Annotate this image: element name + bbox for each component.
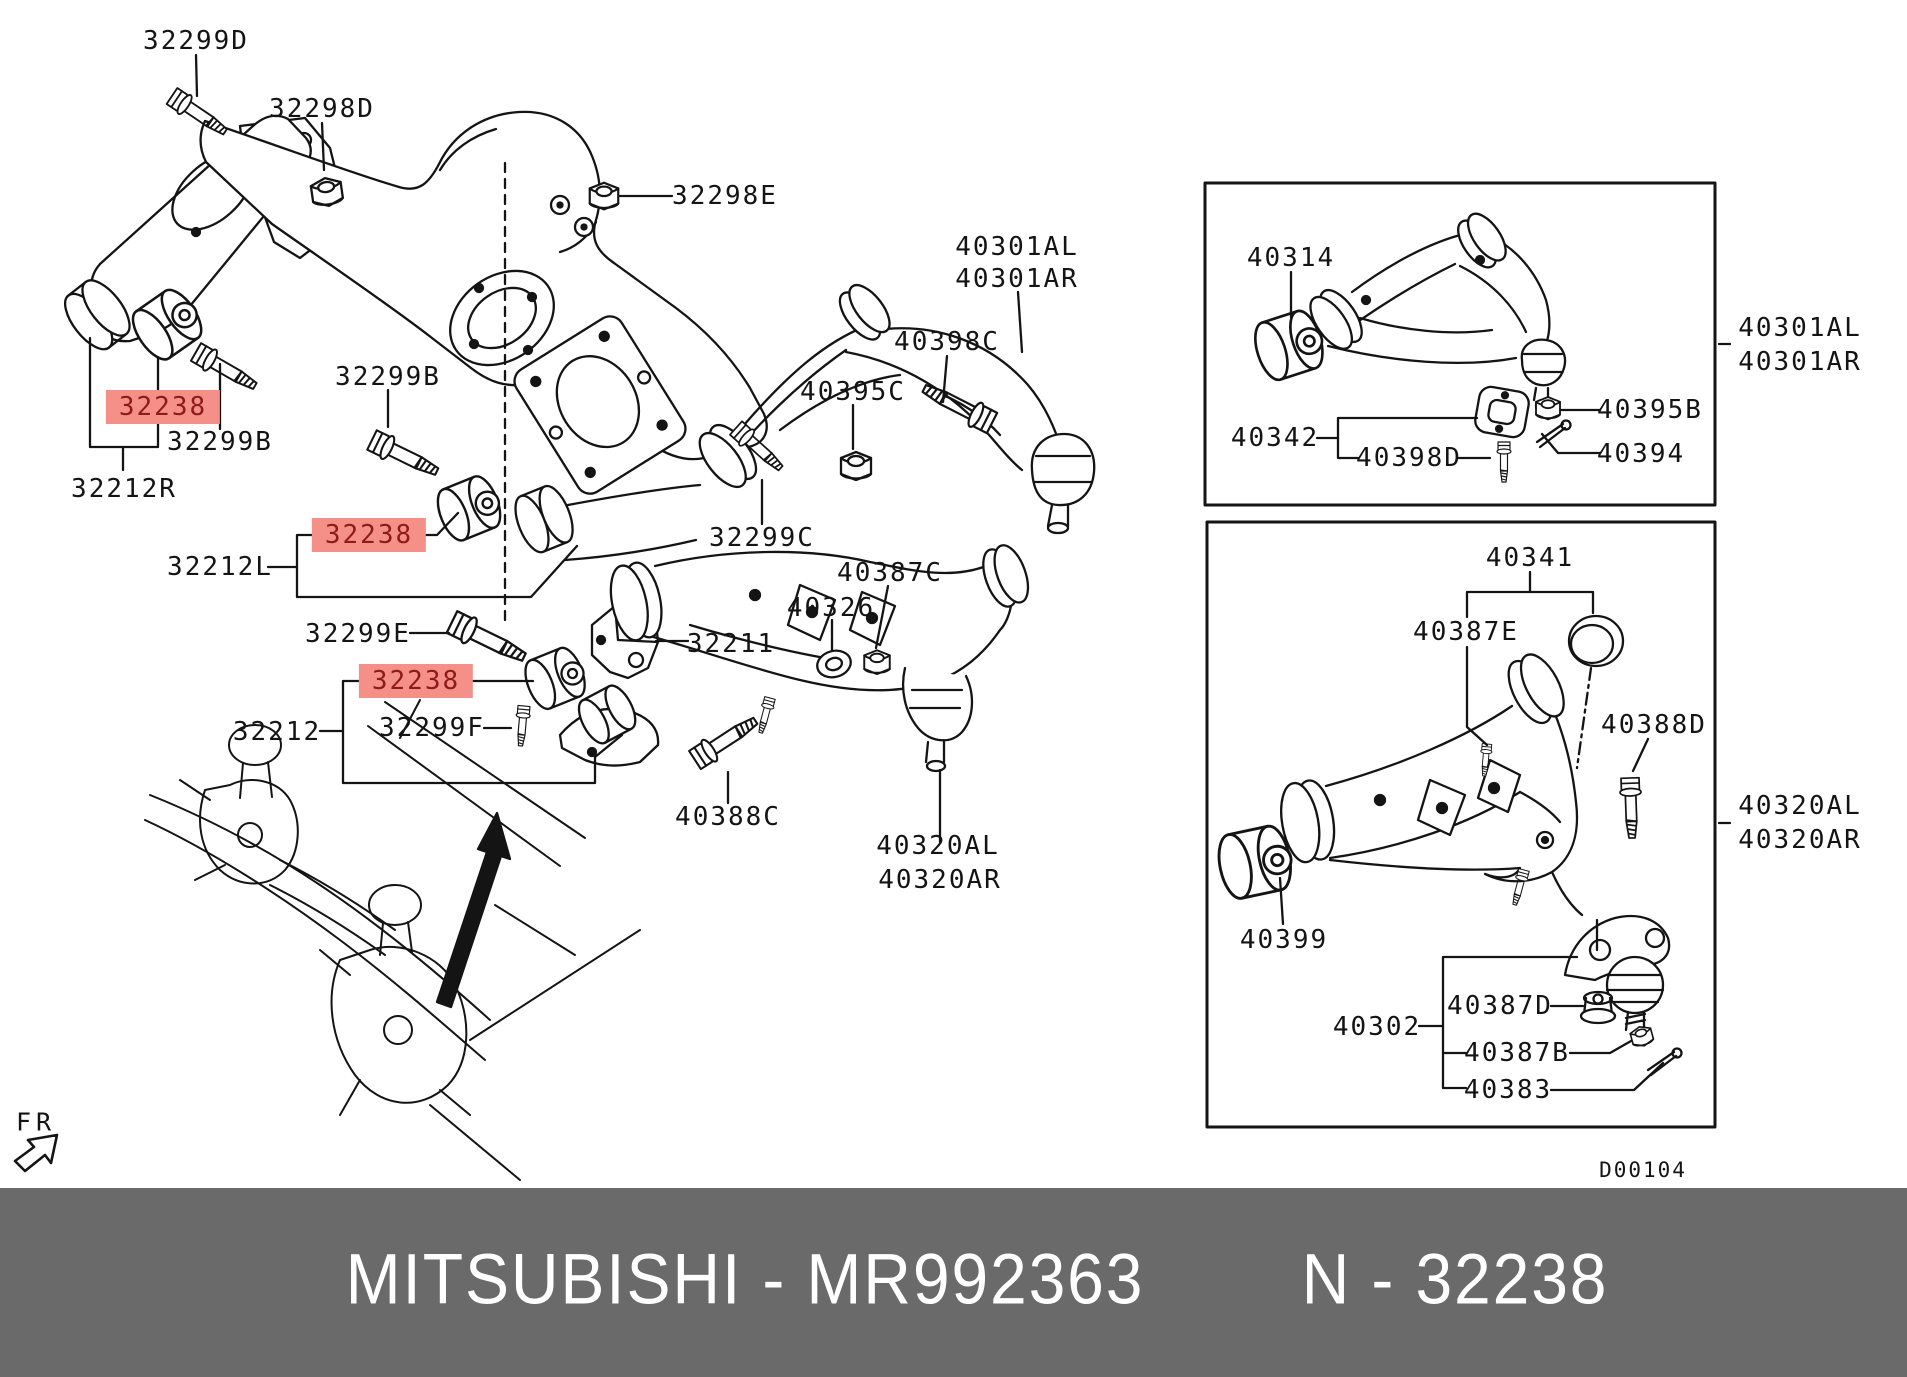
axle-housing	[199, 110, 768, 461]
catalog-number-text: N - 32238	[1301, 1239, 1609, 1319]
part-label-40398C[interactable]: 40398C	[894, 327, 1000, 357]
part-label-40320AL[interactable]: 40320AL	[1738, 791, 1862, 821]
stud-40398d-icon	[1496, 441, 1512, 483]
upper-control-arm-box	[1309, 212, 1567, 439]
part-label-40341[interactable]: 40341	[1485, 543, 1575, 573]
part-label-40387D[interactable]: 40387D	[1447, 991, 1553, 1021]
part-label-40398D[interactable]: 40398D	[1356, 443, 1462, 473]
part-label-32299B[interactable]: 32299B	[335, 362, 441, 392]
part-label-32238-highlighted[interactable]: 32238	[105, 390, 221, 424]
part-label-40314[interactable]: 40314	[1246, 243, 1336, 273]
bolt-32299e-icon	[444, 608, 532, 671]
part-label-40395C[interactable]: 40395C	[800, 377, 906, 407]
part-label-32212L[interactable]: 32212L	[167, 552, 273, 582]
part-label-40326[interactable]: 40326	[786, 593, 876, 623]
bolt-32299d-icon	[164, 85, 233, 142]
part-label-32212R[interactable]: 32212R	[71, 474, 177, 504]
bolt-32299b-icon	[365, 427, 444, 484]
part-label-40387B[interactable]: 40387B	[1464, 1038, 1570, 1068]
arm-stud-icon	[1508, 867, 1531, 907]
part-label-40387E[interactable]: 40387E	[1413, 617, 1519, 647]
part-label-40302[interactable]: 40302	[1332, 1012, 1422, 1042]
part-label-32212[interactable]: 32212	[232, 717, 322, 747]
part-label-40320AR[interactable]: 40320AR	[878, 865, 1002, 895]
brand-part-text: MITSUBISHI - MR992363	[345, 1239, 1145, 1319]
washer-40326-icon	[813, 645, 855, 683]
nut-32298e-icon	[588, 181, 620, 211]
part-label-40399[interactable]: 40399	[1239, 925, 1329, 955]
nut-40387b-icon	[1628, 1023, 1656, 1050]
upper-control-arm-center	[698, 283, 1096, 535]
nut-40387c-icon	[863, 649, 891, 676]
part-label-40320AL[interactable]: 40320AL	[876, 831, 1000, 861]
part-label-40301AR[interactable]: 40301AR	[955, 264, 1079, 294]
direction-arrow	[435, 811, 512, 1009]
detail-box-upper	[1203, 181, 1717, 507]
cover-plate	[513, 315, 687, 495]
part-label-32298E[interactable]: 32298E	[672, 181, 778, 211]
bushing-32238-2	[430, 470, 509, 546]
bolt-32299b-icon	[189, 340, 262, 398]
part-label-40387C[interactable]: 40387C	[837, 558, 943, 588]
part-label-40383[interactable]: 40383	[1463, 1075, 1553, 1105]
part-label-40395B[interactable]: 40395B	[1597, 395, 1703, 425]
part-label-32238-highlighted[interactable]: 32238	[358, 664, 474, 698]
part-label-32238-highlighted[interactable]: 32238	[311, 518, 427, 552]
part-label-32299C[interactable]: 32299C	[709, 523, 815, 553]
part-label-40388D[interactable]: 40388D	[1601, 710, 1707, 740]
part-label-40301AR[interactable]: 40301AR	[1738, 347, 1862, 377]
fr-direction-label: FR	[15, 1107, 57, 1137]
diagram-code: D00104	[1599, 1158, 1687, 1182]
part-label-40301AL[interactable]: 40301AL	[955, 232, 1079, 262]
part-label-32298D[interactable]: 32298D	[269, 94, 375, 124]
detail-box-lower	[1205, 520, 1717, 1129]
part-label-32299E[interactable]: 32299E	[305, 619, 411, 649]
trailing-arm-lower-left	[514, 483, 702, 562]
overview-sketch	[144, 699, 641, 1181]
bolt-40388d-icon	[1618, 776, 1644, 840]
footer-banner: MITSUBISHI - MR992363 N - 32238	[0, 1188, 1907, 1377]
bolt-40388c-icon	[687, 709, 764, 772]
part-label-32299B[interactable]: 32299B	[167, 427, 273, 457]
lower-control-arm-box	[1280, 614, 1671, 1032]
part-label-32211[interactable]: 32211	[686, 629, 776, 659]
part-label-40320AR[interactable]: 40320AR	[1738, 825, 1862, 855]
nut-40395b-icon	[1535, 396, 1561, 421]
part-label-40394[interactable]: 40394	[1596, 439, 1686, 469]
part-label-40301AL[interactable]: 40301AL	[1738, 313, 1862, 343]
nut-40395c-icon	[839, 450, 873, 482]
part-label-32299F[interactable]: 32299F	[379, 713, 485, 743]
part-label-40342[interactable]: 40342	[1230, 423, 1320, 453]
arm-stud-icon	[754, 695, 777, 735]
bushing-clamp	[558, 684, 660, 767]
part-label-32299D[interactable]: 32299D	[143, 26, 249, 56]
bolt-32299f-icon	[512, 704, 532, 748]
lower-control-arm-center	[609, 544, 1030, 773]
part-label-40388C[interactable]: 40388C	[675, 802, 781, 832]
fr-arrow-icon	[13, 1133, 59, 1173]
